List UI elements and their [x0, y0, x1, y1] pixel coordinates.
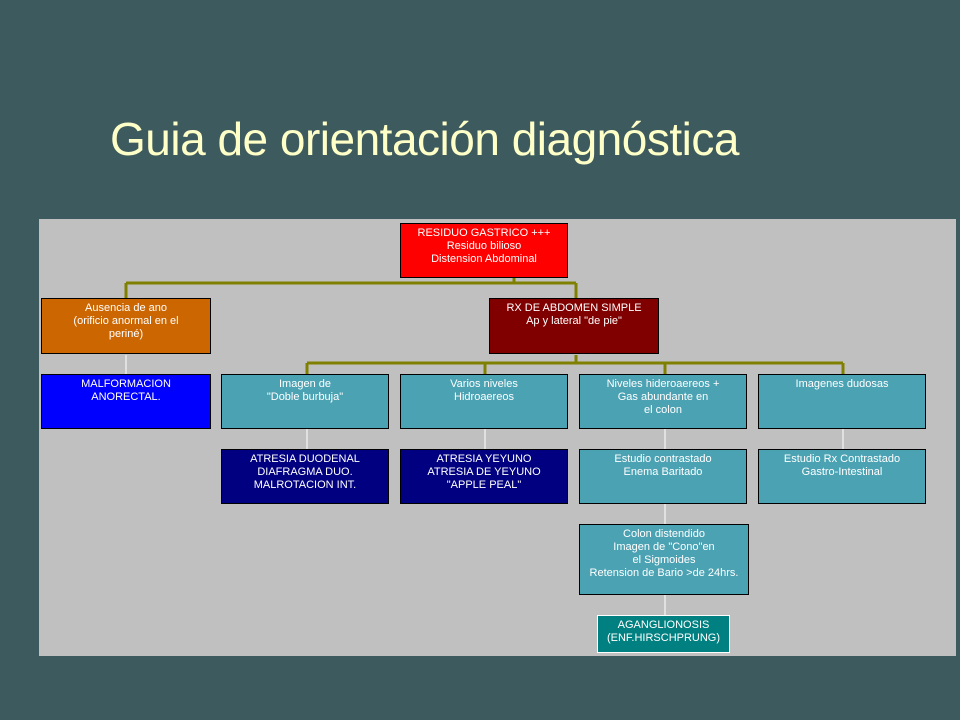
box-line: (orificio anormal en el — [73, 315, 179, 327]
box-ausencia-de-ano: Ausencia de ano (orificio anormal en el … — [41, 298, 211, 354]
box-line: DIAFRAGMA DUO. — [257, 466, 353, 478]
box-line: Retension de Bario >de 24hrs. — [589, 567, 739, 579]
box-rx-abdomen-simple: RX DE ABDOMEN SIMPLE Ap y lateral "de pi… — [489, 298, 659, 354]
box-line: periné) — [108, 328, 144, 340]
box-line: "APPLE PEAL" — [446, 479, 522, 491]
box-line: ATRESIA YEYUNO — [436, 453, 532, 465]
box-line: Imagenes dudosas — [795, 378, 889, 390]
box-atresia-duodenal: ATRESIA DUODENAL DIAFRAGMA DUO. MALROTAC… — [221, 449, 389, 504]
box-line: el Sigmoides — [632, 554, 696, 566]
box-niveles-hidroaereos: Niveles hideroaereos + Gas abundante en … — [579, 374, 747, 429]
box-line: Estudio contrastado — [614, 453, 712, 465]
box-colon-distendido: Colon distendido Imagen de "Cono"en el S… — [579, 524, 749, 595]
box-line: Colon distendido — [623, 528, 705, 540]
box-line: Ap y lateral "de pie" — [526, 315, 622, 327]
box-line: Varios niveles — [450, 378, 518, 390]
box-line: "Doble burbuja" — [266, 391, 344, 403]
box-line: Hidroaereos — [454, 391, 514, 403]
box-line: Estudio Rx Contrastado — [783, 453, 901, 465]
box-line: Gas abundante en — [617, 391, 709, 403]
box-line: RESIDUO GASTRICO +++ — [417, 227, 551, 239]
slide-title: Guia de orientación diagnóstica — [110, 113, 739, 165]
box-line: ATRESIA DUODENAL — [250, 453, 360, 465]
box-line: Distension Abdominal — [431, 253, 537, 265]
box-imagenes-dudosas: Imagenes dudosas — [758, 374, 926, 429]
box-aganglionosis: AGANGLIONOSIS (ENF.HIRSCHPRUNG) — [597, 615, 730, 653]
box-line: MALROTACION INT. — [253, 479, 357, 491]
box-line: Ausencia de ano — [85, 302, 167, 314]
box-estudio-contrastado: Estudio contrastado Enema Baritado — [579, 449, 747, 504]
box-line: Gastro-Intestinal — [801, 466, 883, 478]
flowchart-panel: RESIDUO GASTRICO +++ Residuo bilioso Dis… — [39, 219, 956, 656]
box-line: RX DE ABDOMEN SIMPLE — [506, 302, 642, 314]
box-varios-niveles: Varios niveles Hidroaereos — [400, 374, 568, 429]
box-line: el colon — [644, 404, 682, 416]
box-line: Residuo bilioso — [446, 240, 522, 252]
box-line: (ENF.HIRSCHPRUNG) — [606, 632, 721, 644]
connector-lines — [124, 278, 845, 615]
box-line: ANORECTAL. — [91, 391, 161, 403]
box-line: Imagen de "Cono"en — [613, 541, 715, 553]
box-atresia-yeyuno: ATRESIA YEYUNO ATRESIA DE YEYUNO "APPLE … — [400, 449, 568, 504]
box-line: MALFORMACION — [81, 378, 171, 390]
box-line: ATRESIA DE YEYUNO — [427, 466, 541, 478]
box-doble-burbuja: Imagen de "Doble burbuja" — [221, 374, 389, 429]
box-line: AGANGLIONOSIS — [617, 619, 710, 631]
box-line: Niveles hideroaereos + — [606, 378, 720, 390]
box-residuo-gastrico: RESIDUO GASTRICO +++ Residuo bilioso Dis… — [400, 223, 568, 278]
box-malformacion-anorectal: MALFORMACION ANORECTAL. — [41, 374, 211, 429]
box-line: Imagen de — [279, 378, 331, 390]
box-line: Enema Baritado — [623, 466, 703, 478]
box-estudio-gastro-intestinal: Estudio Rx Contrastado Gastro-Intestinal — [758, 449, 926, 504]
